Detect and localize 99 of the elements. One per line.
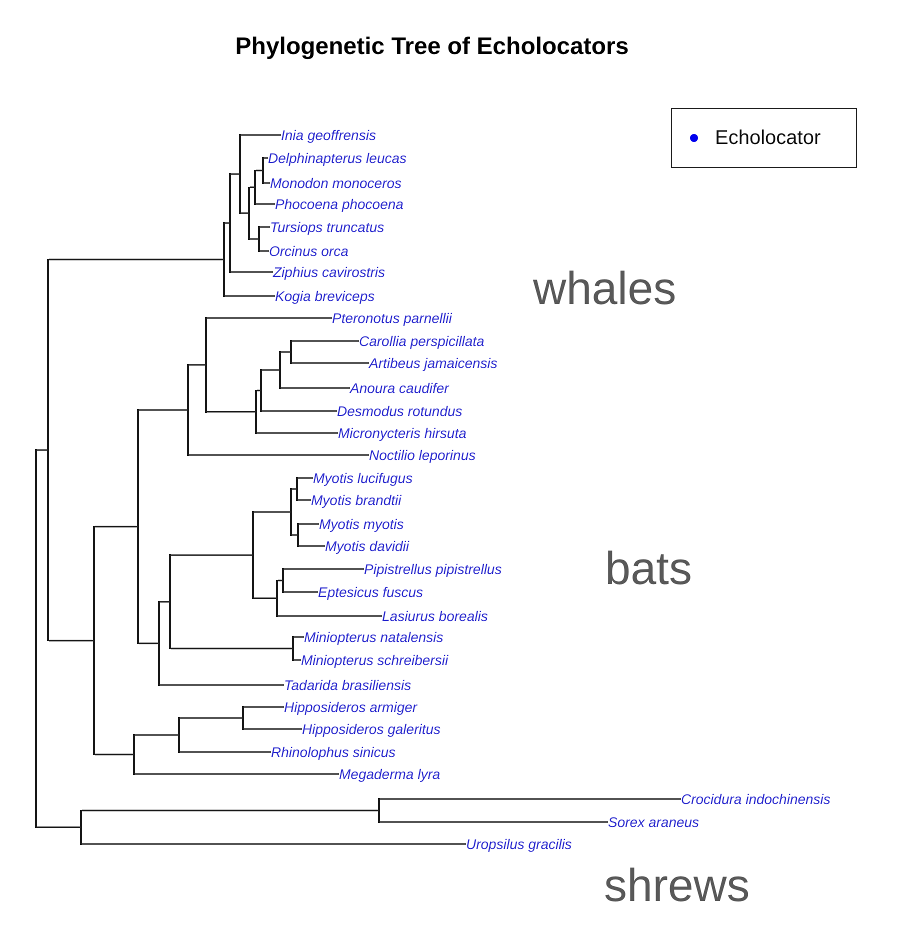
species-label: Delphinapterus leucas <box>268 150 407 166</box>
species-label: Artibeus jamaicensis <box>369 355 498 371</box>
tree-branch <box>260 250 269 252</box>
legend-text: Echolocator <box>715 126 821 150</box>
group-label: shrews <box>604 859 750 911</box>
tree-branch <box>37 826 80 828</box>
tree-branch <box>262 369 279 371</box>
tree-branch <box>49 258 223 260</box>
species-label: Anoura caudifer <box>350 380 449 396</box>
species-label: Monodon monoceros <box>270 175 402 191</box>
tree-branch <box>37 449 47 451</box>
species-label: Eptesicus fuscus <box>318 584 424 600</box>
tree-branch <box>207 317 332 319</box>
tree-branch <box>257 432 338 434</box>
tree-branch <box>380 798 681 800</box>
tree-branch <box>189 454 369 456</box>
tree-branch <box>207 411 255 412</box>
species-label: Micronycteris hirsuta <box>338 425 466 441</box>
tree-branch <box>180 717 242 719</box>
tree-branch <box>244 706 284 708</box>
tree-branch <box>231 173 239 175</box>
species-label: Desmodus rotundus <box>337 403 462 419</box>
tree-branch <box>256 170 262 172</box>
species-label: Crocidura indochinensis <box>681 791 830 807</box>
tree-branch <box>250 186 254 188</box>
tree-branch <box>299 523 319 525</box>
tree-branch <box>250 238 258 240</box>
tree-branch <box>260 226 270 228</box>
tree-branch <box>139 642 158 644</box>
species-label: Lasiurus borealis <box>382 608 488 624</box>
tree-branch <box>292 362 369 364</box>
species-label: Pipistrellus pipistrellus <box>364 561 502 577</box>
tree-branch <box>292 340 359 342</box>
tree-branch <box>256 203 275 205</box>
tree-branch <box>254 598 276 599</box>
tree-branch <box>257 390 260 392</box>
tree-branch <box>82 810 378 812</box>
tree-branch <box>254 511 290 513</box>
species-label: Myotis davidii <box>325 538 410 554</box>
species-label: Uropsilus gracilis <box>466 836 572 852</box>
tree-branch <box>299 545 325 547</box>
tree-branch <box>241 134 281 136</box>
tree-branch <box>241 212 248 214</box>
tree-branch <box>231 271 273 273</box>
tree-branch <box>294 636 304 638</box>
tree-branch <box>189 364 205 366</box>
species-label: Pteronotus parnellii <box>332 310 452 326</box>
species-label: Inia geoffrensis <box>281 127 376 143</box>
tree-branch <box>225 295 275 297</box>
species-label: Myotis myotis <box>319 516 404 532</box>
species-label: Ziphius cavirostris <box>273 264 386 280</box>
species-label: Miniopterus schreibersii <box>301 652 448 668</box>
species-label: Hipposideros galeritus <box>302 721 441 737</box>
species-label: Miniopterus natalensis <box>304 629 444 645</box>
species-label: Tursiops truncatus <box>270 219 384 235</box>
tree-branch <box>225 222 229 224</box>
tree-branch <box>171 554 252 556</box>
tree-branch <box>160 684 284 686</box>
species-label: Rhinolophus sinicus <box>271 744 396 760</box>
tree-branch <box>380 821 608 823</box>
species-label: Orcinus orca <box>269 243 348 259</box>
tree-branch <box>262 410 337 412</box>
species-label: Myotis lucifugus <box>313 470 413 486</box>
species-label: Myotis brandtii <box>311 492 402 508</box>
tree-branch <box>180 751 271 753</box>
species-label: Tadarida brasiliensis <box>284 677 412 693</box>
group-label: bats <box>605 542 692 594</box>
tree-branch <box>135 773 339 775</box>
tree-branch <box>160 601 169 603</box>
tree-branch <box>264 157 268 159</box>
tree-branch <box>82 843 466 845</box>
tree-branch <box>294 659 301 661</box>
tree-branch <box>281 351 290 353</box>
tree-branch <box>95 754 133 756</box>
tree-branch <box>171 648 292 650</box>
chart-title: Phylogenetic Tree of Echolocators <box>235 32 629 62</box>
tree-branch <box>95 526 137 528</box>
tree-branch <box>278 615 382 617</box>
tree-branch <box>49 640 93 642</box>
species-label: Carollia perspicillata <box>359 333 484 349</box>
tree-branch <box>135 734 178 736</box>
group-label: whales <box>533 262 676 314</box>
tree-branch <box>298 477 313 479</box>
species-label: Kogia breviceps <box>275 288 375 304</box>
tree-branch <box>284 591 318 593</box>
tree-branch <box>281 387 350 389</box>
tree-branch <box>284 568 364 570</box>
tree-branch <box>244 728 302 730</box>
species-label: Phocoena phocoena <box>275 196 404 212</box>
tree-branch <box>264 182 270 184</box>
tree-branch <box>139 409 187 411</box>
species-label: Noctilio leporinus <box>369 447 476 463</box>
tree-branch <box>278 580 282 582</box>
tree-branch <box>298 499 311 501</box>
species-label: Megaderma lyra <box>339 766 440 782</box>
tree-branch <box>292 488 296 490</box>
species-label: Sorex araneus <box>608 814 700 830</box>
tree-branch <box>292 534 297 536</box>
species-label: Hipposideros armiger <box>284 699 418 715</box>
